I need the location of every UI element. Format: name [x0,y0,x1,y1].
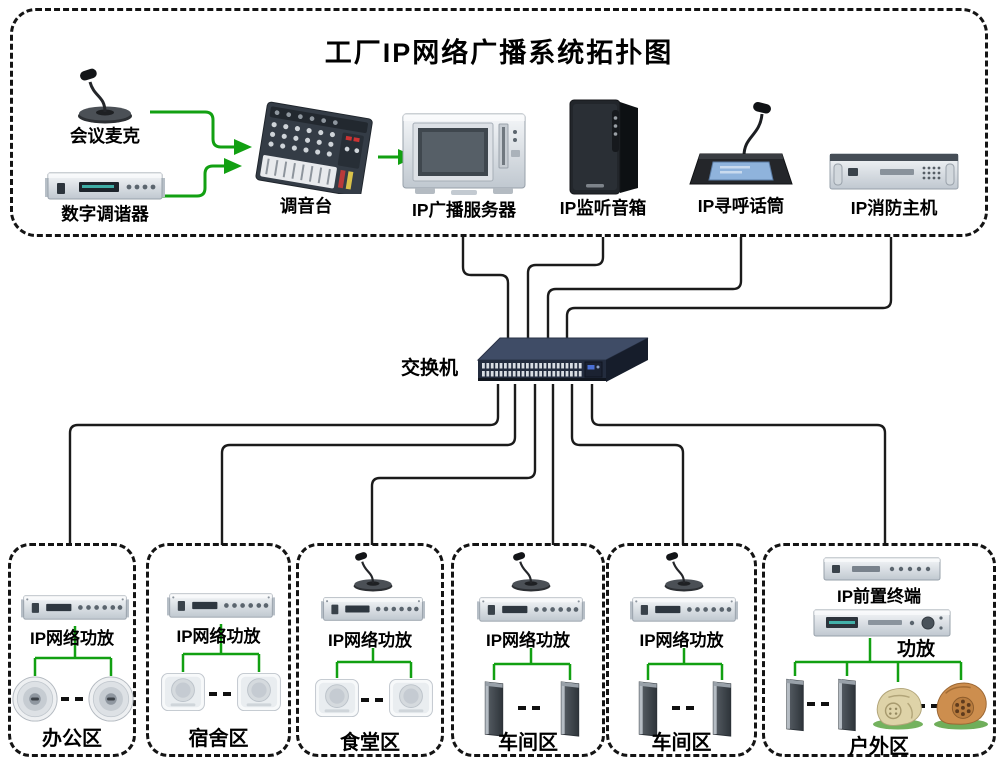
zone-workshop-1: IP网络功放 车间区 [451,543,605,757]
ip-monitor-speaker: IP监听音箱 [547,96,659,218]
device-label: 会议麦克 [70,126,140,146]
ip-fire-host: IP消防主机 [826,144,962,218]
zone-canteen: IP网络功放 食堂区 [296,543,444,757]
ip-front-terminal-icon [822,556,942,582]
gooseneck-mic-icon [59,66,151,124]
gooseneck-mic-icon [340,550,406,592]
mixer-icon [238,94,374,194]
column-speaker-icon [836,676,858,734]
amp-label: 功放 [896,639,935,660]
zone-name: 车间区 [651,732,712,754]
ip-broadcast-server: IP广播服务器 [398,110,530,220]
device-label: 调音台 [279,196,333,216]
ip-network-amp-icon [477,594,585,625]
device-label: IP监听音箱 [559,198,647,218]
rock-speaker-icon [871,682,925,730]
switch-label: 交换机 [400,358,458,379]
amp-label: IP网络功放 [176,627,261,646]
device-label: IP广播服务器 [411,200,517,220]
digital-tuner-icon [45,170,165,202]
wall-speaker-icon [314,678,360,718]
wall-speaker-icon [160,672,206,712]
amp-label: IP网络功放 [639,631,724,650]
fire-host-icon [826,144,962,196]
amp-label: IP网络功放 [327,631,413,650]
device-label: 数字调谐器 [61,204,149,224]
device-label: IP消防主机 [850,198,938,218]
terminal-label: IP前置终端 [836,587,922,606]
amp-label: IP网络功放 [29,629,115,648]
conference-mic: 会议麦克 [52,66,158,146]
headend-group-box: 工厂IP网络广播系统拓扑图 [10,8,988,237]
rock-speaker-icon [932,678,990,730]
gooseneck-mic-icon [498,550,564,592]
paging-mic-icon [686,94,796,194]
gooseneck-mic-icon [651,550,717,592]
diagram-title: 工厂IP网络广播系统拓扑图 [324,38,674,68]
ip-network-amp-icon [21,592,129,623]
monitor-speaker-icon [560,96,646,196]
zone-outdoor: IP前置终端 功放 户外区 [762,543,996,758]
zone-name: 宿舍区 [188,728,249,750]
ip-paging-mic: IP寻呼话筒 [683,94,799,216]
zone-office: IP网络功放 办公区 [8,543,136,757]
zone-name: 车间区 [498,732,558,754]
ceiling-speaker-icon [88,676,134,722]
device-label: IP寻呼话筒 [697,196,785,216]
zone-name: 食堂区 [340,732,400,754]
mixer: 调音台 [238,94,374,216]
ip-broadcast-server-icon [399,110,529,198]
column-speaker-icon [784,676,806,734]
network-switch-icon [476,337,649,382]
amp-label: IP网络功放 [485,631,571,650]
ceiling-speaker-icon [12,676,58,722]
digital-tuner: 数字调谐器 [40,170,170,224]
zone-workshop-2: IP网络功放 车间区 [606,543,757,757]
wall-speaker-icon [388,678,434,718]
green-signal-arrows [150,110,416,198]
zone-name: 户外区 [849,736,909,758]
zone-name: 办公区 [42,728,102,750]
ip-network-amp-icon [321,594,425,624]
ip-network-amp-icon [630,594,738,625]
wall-speaker-icon [236,672,282,712]
zone-dormitory: IP网络功放 宿舍区 [146,543,291,757]
ip-network-amp-icon [167,590,275,621]
